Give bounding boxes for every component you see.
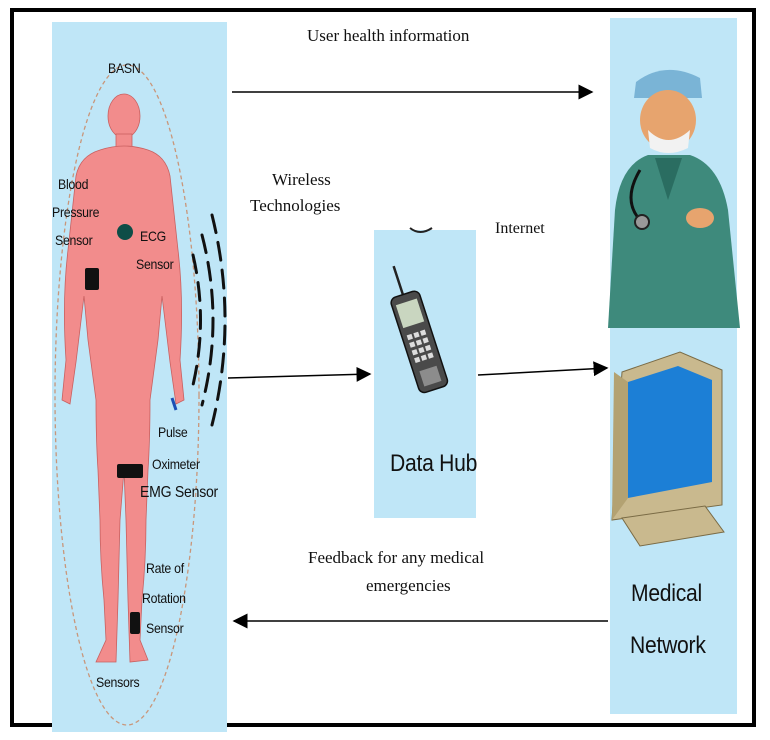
bp-sensor-label-1: Blood: [58, 176, 88, 192]
wireless-waves-icon: [193, 215, 225, 425]
ecg-sensor-label-2: Sensor: [136, 256, 173, 272]
pulse-sensor-label-2: Oximeter: [152, 456, 200, 472]
medical-network-label-1: Medical: [631, 580, 702, 608]
arrow-wireless: [228, 374, 370, 378]
ecg-sensor-label-1: ECG: [140, 228, 166, 244]
internet-label: Internet: [495, 220, 545, 238]
data-hub-label: Data Hub: [390, 450, 477, 478]
rotation-sensor-label-2: Rotation: [142, 590, 186, 606]
bp-sensor-band: [85, 268, 99, 290]
user-health-info-label: User health information: [307, 26, 469, 46]
phone-icon: [380, 261, 449, 394]
emg-sensor-band: [117, 464, 143, 478]
phone-top-arc: [410, 228, 432, 232]
feedback-label-line2: emergencies: [366, 576, 451, 596]
doctor-icon: [608, 70, 740, 328]
bp-sensor-label-2: Pressure: [52, 204, 99, 220]
arrow-internet: [478, 368, 607, 375]
rotation-sensor-band: [130, 612, 140, 634]
basn-title: BASN: [108, 60, 141, 76]
rotation-sensor-label-3: Sensor: [146, 620, 183, 636]
medical-network-label-2: Network: [630, 632, 706, 660]
feedback-label-line1: Feedback for any medical: [308, 548, 484, 568]
rotation-sensor-label-1: Rate of: [146, 560, 184, 576]
sensors-footer-label: Sensors: [96, 674, 139, 690]
ecg-sensor-dot: [117, 224, 133, 240]
wireless-label-line2: Technologies: [250, 196, 340, 216]
computer-icon: [612, 352, 724, 546]
pulse-sensor-label-1: Pulse: [158, 424, 188, 440]
emg-sensor-label: EMG Sensor: [140, 484, 218, 502]
wireless-label-line1: Wireless: [272, 170, 331, 190]
bp-sensor-label-3: Sensor: [55, 232, 92, 248]
